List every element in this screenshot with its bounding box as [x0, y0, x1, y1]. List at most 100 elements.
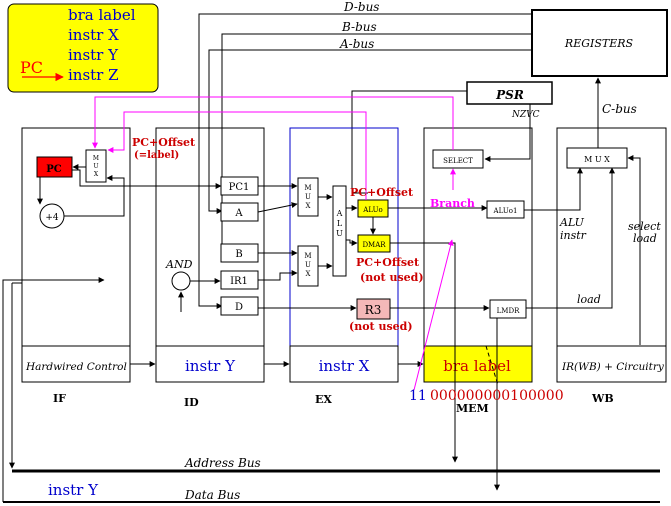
nzvc-label: NZVC	[511, 110, 540, 120]
select-label: SELECT	[443, 157, 473, 165]
alu-a: A	[336, 209, 343, 218]
a-bus-line	[208, 49, 532, 214]
encoding-opcode: 11	[409, 388, 427, 404]
id-ir-content: instr Y	[185, 357, 236, 375]
encoding-offset: 000000000100000	[430, 388, 564, 404]
wb-mux	[566, 147, 628, 169]
alu-instr-label-1: ALU	[559, 216, 585, 229]
address-bus-label: Address Bus	[184, 456, 261, 470]
alu-l: L	[337, 219, 343, 228]
and-gate	[171, 271, 191, 291]
wb-ir-box	[556, 345, 667, 383]
lmdr-register	[489, 299, 527, 319]
dmar-to-address-bus-line	[390, 242, 458, 463]
a-to-mux-line	[257, 202, 298, 213]
mem-ir-box	[423, 345, 533, 383]
ex-ir-box	[289, 345, 399, 383]
legend-pc-label: PC	[20, 58, 43, 77]
if-mux	[85, 149, 107, 183]
mem-ir-content: bra label	[443, 357, 511, 375]
dmar-label: DMAR	[362, 241, 386, 249]
opcode-branch-line	[413, 239, 454, 391]
lmdr-to-wbmux-line	[526, 167, 615, 309]
ex-mux-upper-x: X	[306, 202, 311, 210]
ir1-to-mux-line	[258, 270, 298, 281]
r3-label: R3	[365, 303, 382, 317]
if-mux-m: M	[93, 155, 99, 162]
legend-item-instr-x: instr X	[68, 26, 119, 44]
alu-u: U	[336, 229, 343, 238]
c-bus-label: C-bus	[602, 102, 637, 116]
stage-name-wb: WB	[591, 392, 614, 405]
ex-mux-lower-u: U	[305, 261, 311, 269]
data-bus-label: Data Bus	[184, 488, 240, 502]
if-mux-x: X	[94, 171, 99, 178]
r3-register	[356, 298, 391, 320]
select-load-label-1: select	[628, 220, 661, 233]
d-bus-label: D-bus	[343, 0, 379, 14]
pc-offset-ex-label: PC+Offset	[350, 186, 414, 199]
wb-ir-content: IR(WB) + Circuitry	[561, 361, 665, 373]
pc-offset-label-1: PC+Offset	[132, 136, 196, 149]
select-load-line	[627, 155, 641, 345]
data-bus-to-if-line	[2, 277, 105, 502]
pc-offset-label-2: (=label)	[134, 150, 179, 161]
r3-not-used-label: (not used)	[349, 320, 413, 333]
d-bus-line	[198, 13, 532, 309]
b-label: B	[235, 249, 242, 260]
if-ir-content: Hardwired Control	[25, 361, 127, 373]
and-label: AND	[165, 258, 193, 271]
b-bus-label: B-bus	[341, 20, 377, 34]
stage-name-id: ID	[184, 396, 199, 409]
psr-to-alu-line	[351, 90, 467, 194]
psr-label: PSR	[495, 88, 524, 102]
adder-to-mux-line	[64, 175, 125, 217]
d-label: D	[235, 302, 243, 313]
psr-block: PSR NZVC	[466, 81, 553, 120]
a-bus-label: A-bus	[339, 37, 374, 51]
legend-item-instr-z: instr Z	[68, 66, 119, 84]
registers-block: REGISTERS	[531, 9, 668, 77]
psr-to-select-line	[484, 104, 531, 162]
ex-mux-upper-m: M	[304, 184, 311, 192]
ex-mux-upper-u: U	[305, 193, 311, 201]
a-label: A	[234, 208, 243, 219]
ir1-label: IR1	[230, 276, 248, 287]
aluo1-to-wbmux-line	[524, 167, 583, 211]
if-ir-box	[21, 345, 131, 383]
legend-item-instr-y: instr Y	[68, 46, 119, 64]
stage-name-mem: MEM	[456, 402, 489, 415]
b-bus-line	[221, 33, 532, 255]
registers-label: REGISTERS	[564, 37, 634, 50]
branch-feedback-line	[92, 96, 454, 150]
stage-name-ex: EX	[315, 393, 332, 406]
if-mux-u: U	[93, 163, 98, 170]
pc1-label: PC1	[229, 182, 250, 193]
load-label: load	[577, 293, 601, 306]
stage-name-if: IF	[53, 392, 66, 405]
lmdr-label: LMDR	[497, 307, 520, 315]
d-register	[220, 296, 259, 316]
aluo-label: ALUo	[362, 206, 382, 214]
alu-to-dmar-line	[346, 239, 358, 246]
data-bus-instr-label: instr Y	[48, 481, 99, 499]
wb-mux-label: M U X	[584, 155, 610, 164]
ex-ir-content: instr X	[319, 357, 370, 375]
alu-instr-label-2: instr	[560, 229, 587, 242]
select-load-label-2: load	[633, 232, 657, 245]
legend-box: bra label instr X instr Y instr Z PC	[7, 3, 159, 93]
alu-block	[332, 185, 347, 277]
pc-offset-feedback-line	[107, 111, 367, 200]
ex-mux-lower-x: X	[306, 270, 311, 278]
aluo1-label: ALUo1	[493, 207, 518, 215]
plus4-label: +4	[45, 213, 59, 223]
pc-offset-not-used-1: PC+Offset	[356, 256, 420, 269]
pc-to-pc1-line	[72, 169, 222, 189]
legend-item-bra-label: bra label	[68, 6, 136, 24]
id-ir-box	[155, 345, 265, 383]
ex-mux-lower-m: M	[304, 252, 311, 260]
branch-label: Branch	[430, 197, 475, 210]
pc-offset-not-used-2: (not used)	[360, 271, 424, 284]
